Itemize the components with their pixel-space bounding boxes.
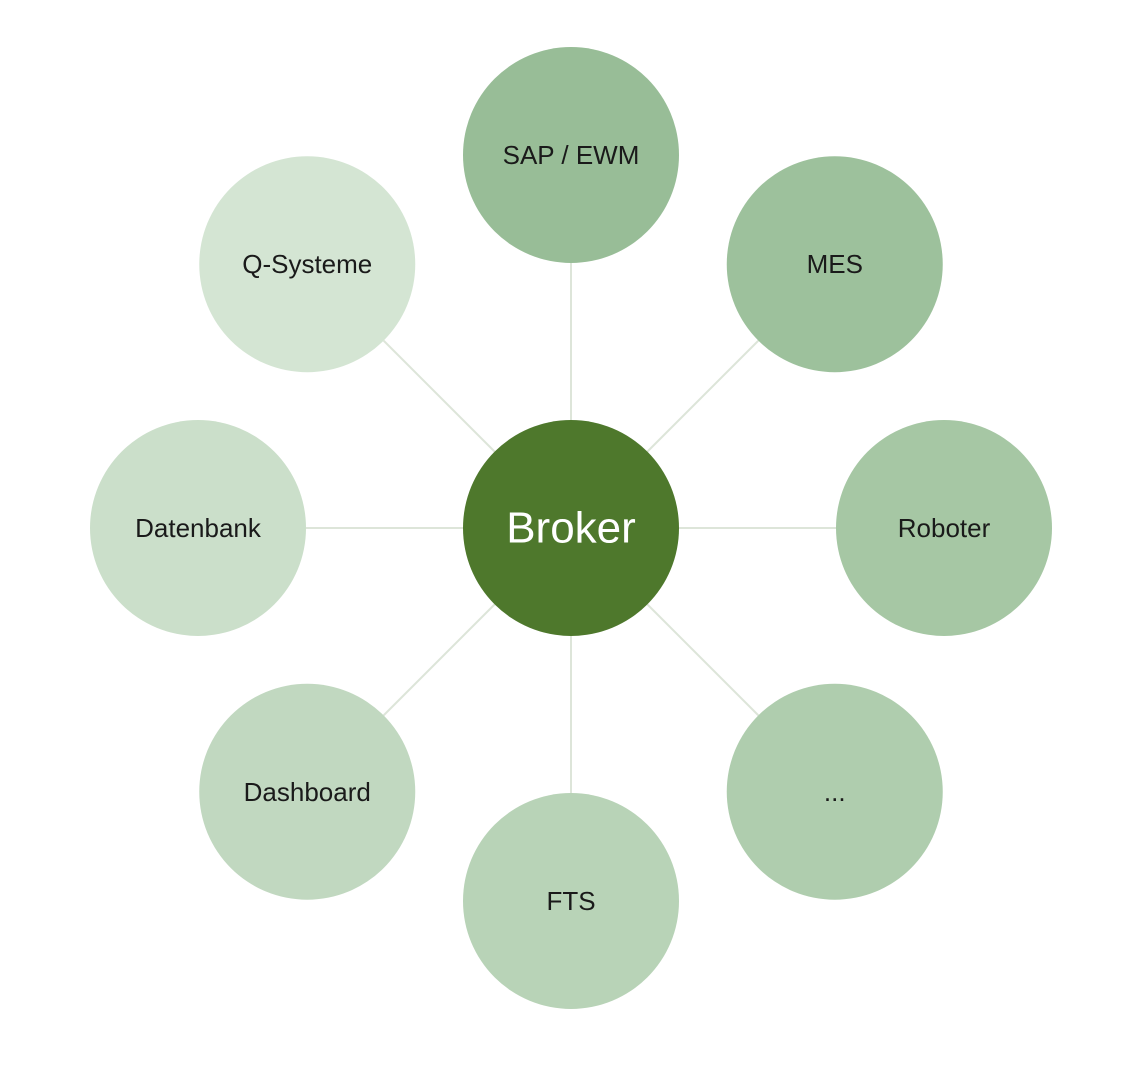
connector-dashboard bbox=[382, 603, 496, 717]
connectors bbox=[306, 263, 836, 793]
node-datenbank: Datenbank bbox=[90, 420, 306, 636]
node-label-q-systeme: Q-Systeme bbox=[242, 249, 372, 279]
node-sap-ewm: SAP / EWM bbox=[463, 47, 679, 263]
node-circle-mes bbox=[726, 156, 943, 373]
node-fts: FTS bbox=[463, 793, 679, 1009]
node-circle-more bbox=[726, 683, 943, 900]
connector-q-systeme bbox=[382, 339, 496, 453]
node-label-dashboard: Dashboard bbox=[244, 777, 371, 807]
node-label-fts: FTS bbox=[546, 886, 595, 916]
node-circle-datenbank bbox=[90, 420, 306, 636]
connector-more bbox=[646, 603, 760, 717]
node-circle-q-systeme bbox=[199, 156, 416, 373]
node-circle-sap-ewm bbox=[463, 47, 679, 263]
node-circle-roboter bbox=[836, 420, 1052, 636]
hub-label: Broker bbox=[506, 504, 636, 553]
node-label-more: ... bbox=[824, 777, 846, 807]
connector-mes bbox=[646, 339, 760, 453]
nodes: SAP / EWM MES Roboter... FTS Dashboard Datenb… bbox=[90, 47, 1052, 1009]
node-q-systeme: Q-Systeme bbox=[199, 156, 416, 373]
node-mes: MES bbox=[726, 156, 943, 373]
node-dashboard: Dashboard bbox=[199, 683, 416, 900]
node-circle-dashboard bbox=[199, 683, 416, 900]
node-label-sap-ewm: SAP / EWM bbox=[503, 140, 640, 170]
node-circle-fts bbox=[463, 793, 679, 1009]
hub-node: Broker bbox=[463, 420, 679, 636]
node-more: ... bbox=[726, 683, 943, 900]
node-label-mes: MES bbox=[807, 249, 863, 279]
node-label-roboter: Roboter bbox=[898, 513, 991, 543]
hub-circle bbox=[463, 420, 679, 636]
node-roboter: Roboter bbox=[836, 420, 1052, 636]
node-label-datenbank: Datenbank bbox=[135, 513, 262, 543]
